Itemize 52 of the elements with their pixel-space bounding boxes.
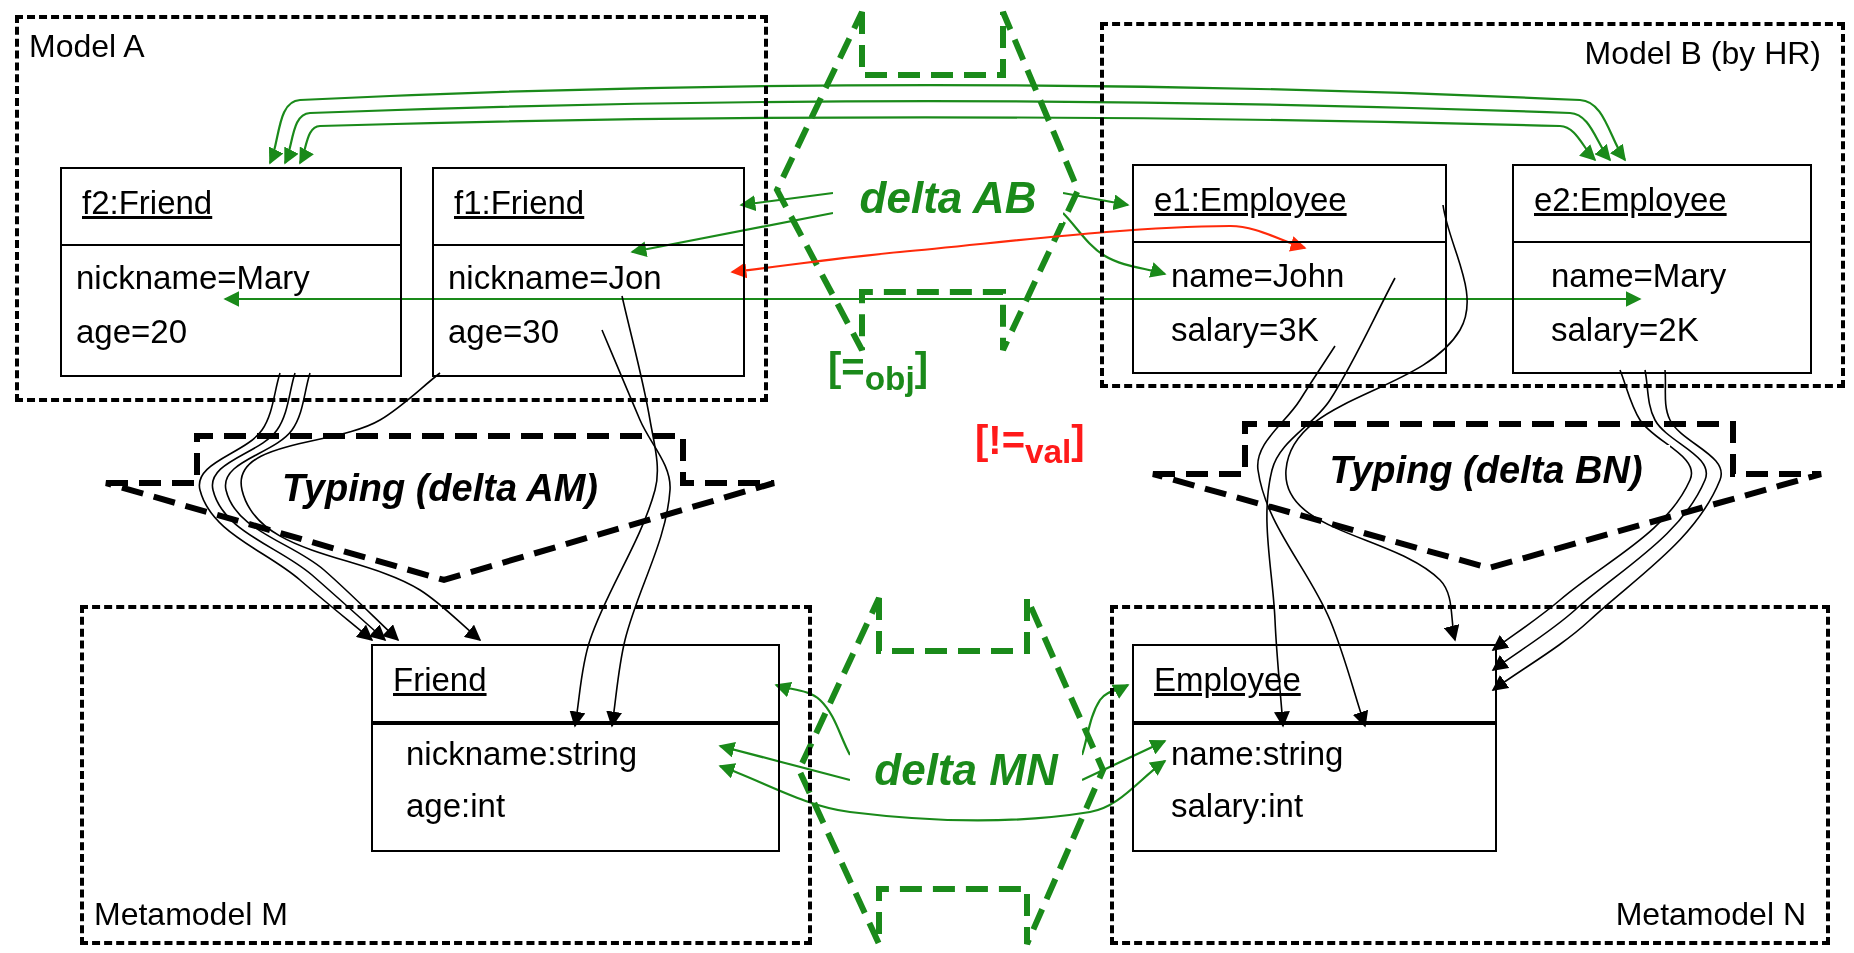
arrow: [630, 211, 834, 258]
arrow: [1062, 191, 1130, 211]
relation-label: [!=$_{val}$]: [975, 418, 1085, 471]
model-frame: [1100, 22, 1845, 388]
arrow: [1081, 739, 1167, 781]
model-frame: [80, 605, 812, 945]
object-box: [1512, 164, 1812, 374]
attribute-text: age=20: [76, 310, 276, 354]
arrow: [1257, 345, 1369, 728]
model-frame: [15, 15, 768, 402]
arrow: [1285, 204, 1468, 642]
attribute-text: name=Mary: [1551, 254, 1781, 300]
object-name: f2:Friend: [82, 183, 213, 223]
arrow: [267, 84, 1626, 165]
arrow: [283, 100, 1611, 165]
arrow: [1266, 277, 1396, 728]
attribute-text: age=30: [448, 310, 608, 354]
arrow: [298, 116, 1597, 165]
object-box: [1132, 644, 1497, 852]
relation-label: [=$_{obj}$]: [828, 345, 928, 398]
attribute-text: salary:int: [1171, 784, 1371, 828]
arrow: [730, 224, 1307, 279]
object-name: e1:Employee: [1154, 180, 1347, 220]
frame-label: Model B (by HR): [1584, 34, 1821, 72]
arrow: [774, 681, 851, 756]
object-box: [432, 167, 745, 377]
arrow: [739, 191, 834, 212]
object-name: e2:Employee: [1534, 180, 1727, 220]
object-box: [371, 644, 780, 852]
arrow: [601, 329, 671, 728]
arrow: [240, 372, 482, 642]
attribute-text: salary=2K: [1551, 308, 1751, 352]
frame-label: Model A: [29, 27, 145, 65]
attribute-text: nickname=Jon: [448, 256, 738, 302]
frame-label: Metamodel M: [94, 895, 288, 933]
object-name: f1:Friend: [454, 183, 585, 223]
arrow: [718, 760, 1167, 822]
object-name: Friend: [393, 660, 487, 700]
attribute-text: age:int: [406, 784, 606, 828]
arrow: [569, 295, 659, 728]
attribute-text: name:string: [1171, 732, 1421, 778]
object-box: [60, 167, 402, 377]
arrow: [223, 291, 1642, 307]
object-box: [1132, 164, 1447, 374]
attribute-text: nickname=Mary: [76, 256, 396, 302]
attribute-text: nickname:string: [406, 732, 726, 778]
arrow: [1062, 212, 1167, 278]
attribute-text: salary=3K: [1171, 308, 1371, 352]
frame-label: Metamodel N: [1615, 895, 1806, 933]
attribute-text: name=John: [1171, 254, 1401, 300]
arrow: [718, 741, 851, 782]
model-frame: [1110, 605, 1830, 945]
